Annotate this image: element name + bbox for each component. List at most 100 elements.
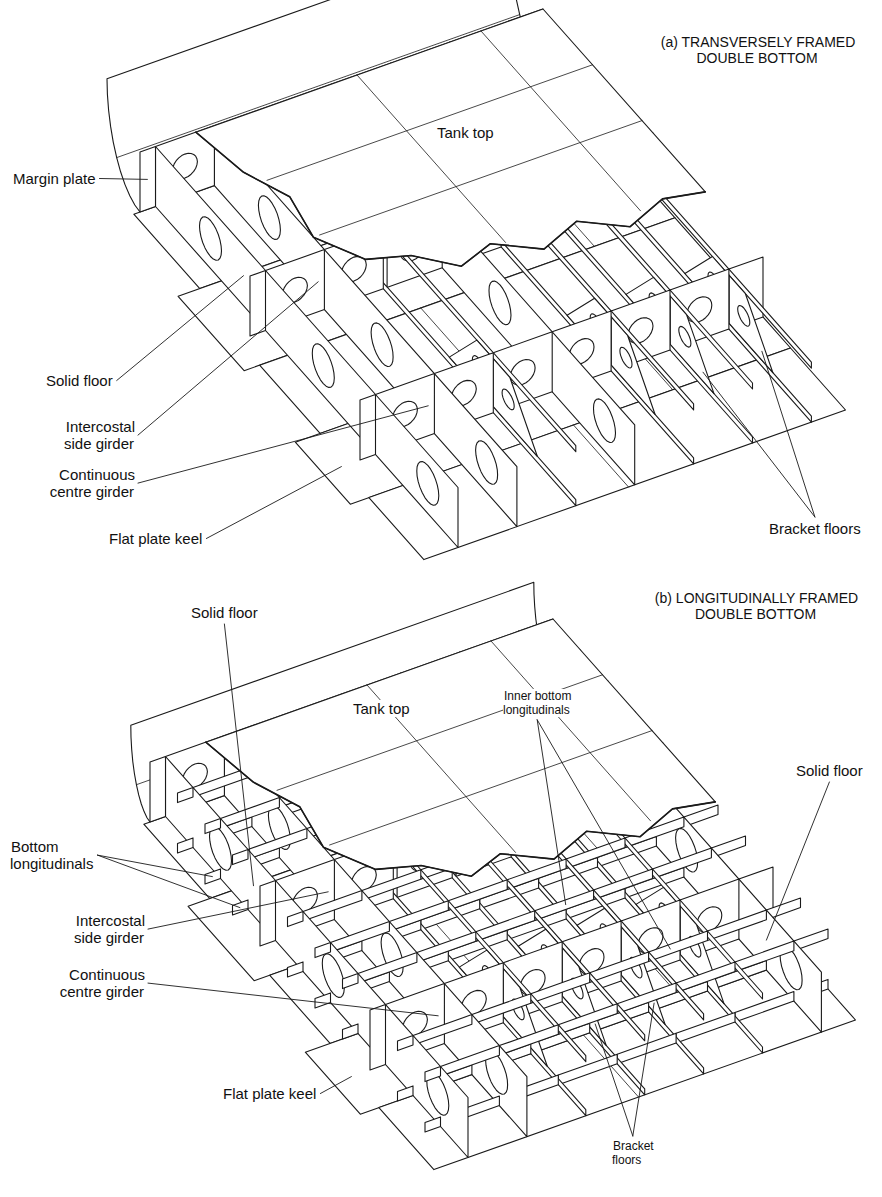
inner-bottom-longitudinal [288, 912, 304, 927]
label-box: Flat plate keel [222, 1085, 317, 1102]
tank-top-seam [330, 731, 652, 845]
lightening-hole [476, 441, 498, 485]
leader-line [206, 467, 341, 539]
inner-bottom-longitudinal [178, 788, 194, 803]
bottom-longitudinal [288, 962, 304, 977]
inner-bottom-longitudinal [649, 931, 708, 962]
bottom-longitudinal [398, 1086, 414, 1101]
bottom-longitudinal [735, 992, 794, 1023]
part-label: Bracket floors [612, 1139, 654, 1167]
leader-line [117, 276, 244, 381]
inner-bottom-longitudinal [531, 973, 590, 1004]
lightening-hole [502, 389, 514, 410]
leader-line [595, 1024, 633, 1136]
tank-top-seam [320, 121, 642, 235]
lightening-hole [258, 196, 280, 240]
part-label: Tank top [436, 124, 495, 141]
label-box: Intercostal side girder [45, 418, 135, 453]
leader-line [537, 720, 566, 905]
lightening-hole [489, 281, 511, 325]
part-label: Bracket floors [768, 520, 862, 537]
lightening-hole [371, 323, 393, 367]
label-box: Solid floor [190, 604, 259, 621]
inner-bottom-longitudinal [735, 941, 794, 972]
margin-plate [150, 757, 166, 823]
part-label: Flat plate keel [222, 1085, 317, 1102]
part-label: Continuous centre girder [60, 966, 145, 1000]
inner-bottom-longitudinal [248, 829, 307, 860]
lightening-hole [200, 217, 222, 261]
label-box: (b) LONGITUDINALLY FRAMED DOUBLE BOTTOM [640, 590, 872, 622]
inner-bottom-longitudinal [708, 910, 767, 941]
tank-top-seam [481, 31, 641, 211]
label-box: Intercostal side girder [55, 912, 145, 947]
inner-bottom-longitudinal [389, 901, 448, 932]
part-label: Flat plate keel [108, 530, 203, 547]
inner-bottom-longitudinal [507, 859, 566, 890]
label-box: Solid floor [795, 762, 864, 779]
inner-bottom-longitudinal [425, 1067, 441, 1082]
part-label: Solid floor [795, 762, 864, 779]
part-label: Tank top [352, 700, 411, 717]
double-bottom-view [107, 0, 846, 560]
bracket [729, 275, 773, 373]
inner-bottom-longitudinal [594, 869, 653, 900]
inner-bottom-longitudinal [413, 1015, 472, 1046]
label-box: Flat plate keel [108, 530, 203, 547]
part-label: Inner bottom longitudinals [503, 689, 571, 717]
inner-bottom-longitudinal [205, 819, 221, 834]
label-box: Continuous centre girder [45, 966, 145, 1001]
leader-lines [97, 179, 829, 1137]
inner-bottom-longitudinal [398, 1036, 414, 1051]
inner-bottom-longitudinal [448, 880, 507, 911]
inner-bottom-longitudinal [590, 952, 649, 983]
label-box: Bottom longitudinals [10, 838, 100, 873]
lightening-hole [210, 827, 232, 871]
bottom-longitudinal [315, 993, 331, 1008]
label-box: Tank top [352, 700, 411, 717]
tank-top [206, 619, 716, 876]
bracket [670, 296, 714, 394]
inner-bottom-longitudinal [331, 922, 390, 953]
inner-bottom-longitudinal [476, 911, 535, 942]
inner-bottom-longitudinal [417, 932, 476, 963]
bracket [493, 359, 537, 457]
leader-line [320, 1077, 351, 1094]
label-box: Bracket floors [768, 520, 862, 537]
bottom-longitudinal [343, 1024, 359, 1039]
centre-girder [370, 1005, 386, 1071]
part-label: Solid floor [190, 604, 259, 621]
inner-bottom-longitudinal [653, 848, 712, 879]
leader-line [224, 624, 253, 886]
figure-heading: (a) TRANSVERSELY FRAMED DOUBLE BOTTOM [660, 34, 856, 66]
label-box: Margin plate [12, 170, 97, 187]
part-label: Solid floor [45, 372, 114, 389]
leader-line [97, 855, 240, 908]
tank-top-seam [357, 75, 506, 242]
tank-top-seam [277, 675, 603, 791]
inner-bottom-longitudinal [617, 983, 676, 1014]
lightening-hole [322, 954, 344, 998]
leader-line [97, 855, 212, 877]
part-label: Continuous centre girder [50, 466, 135, 500]
inner-bottom-longitudinal [343, 974, 359, 989]
leader-line [148, 892, 328, 929]
label-box: (a) TRANSVERSELY FRAMED DOUBLE BOTTOM [650, 34, 865, 66]
inner-bottom-longitudinal [315, 943, 331, 958]
tank-top-break [196, 132, 706, 266]
side-girder [260, 881, 276, 947]
label-box: Bracket floors [612, 1140, 664, 1168]
lightening-hole [620, 347, 632, 368]
part-label: Bottom longitudinals [10, 838, 94, 872]
part-label: Intercostal side girder [74, 912, 145, 946]
leader-line [148, 983, 438, 1016]
figure-heading: (b) LONGITUDINALLY FRAMED DOUBLE BOTTOM [654, 590, 858, 622]
leader-line [703, 372, 815, 517]
lightening-hole [738, 306, 750, 327]
leader-line [766, 782, 829, 940]
lightening-hole [679, 326, 691, 347]
leader-line [138, 282, 318, 435]
leader-line [762, 351, 815, 517]
inner-bottom-longitudinal [472, 994, 531, 1024]
